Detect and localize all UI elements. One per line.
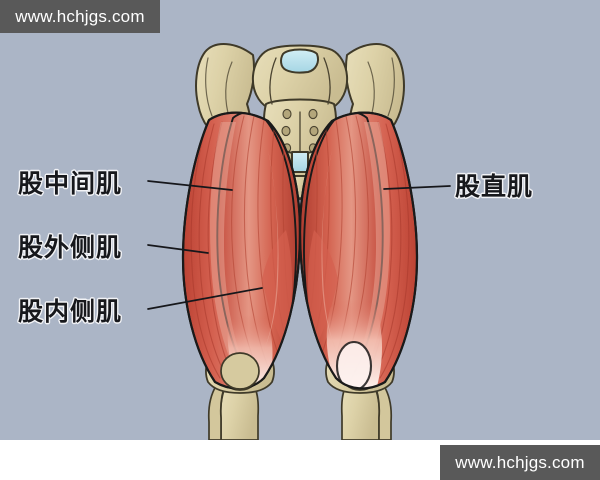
- label-vastus-intermedius: 股中间肌: [18, 169, 123, 198]
- leader-line-vastus-medialis: [147, 287, 263, 310]
- anatomy-figure: [147, 43, 451, 440]
- vastus-intermedius-right: [357, 122, 390, 378]
- sacral-disc-cartilage: [280, 48, 319, 74]
- label-leader-lines: [147, 180, 451, 310]
- vastus-intermedius-left: [210, 122, 243, 378]
- leader-line-rectus-femoris: [383, 185, 451, 190]
- anatomy-illustration-panel: 股中间肌 股外侧肌 股内侧肌 股直肌: [0, 0, 600, 440]
- sacrum-upper: [251, 44, 349, 113]
- label-vastus-lateralis: 股外侧肌: [18, 233, 123, 262]
- leader-line-vastus-intermedius: [147, 180, 233, 191]
- leader-line-vastus-lateralis: [147, 244, 209, 254]
- label-rectus-femoris: 股直肌: [455, 172, 534, 201]
- watermark-top-left: www.hchjgs.com: [0, 0, 160, 33]
- quadriceps-left: [181, 111, 302, 390]
- watermark-bottom-right: www.hchjgs.com: [440, 445, 600, 480]
- lower-leg-bones: [207, 380, 393, 440]
- label-vastus-medialis: 股内侧肌: [18, 297, 123, 326]
- quadriceps-right: [298, 111, 419, 390]
- patella-left: [220, 352, 260, 390]
- patella-group: [220, 352, 260, 390]
